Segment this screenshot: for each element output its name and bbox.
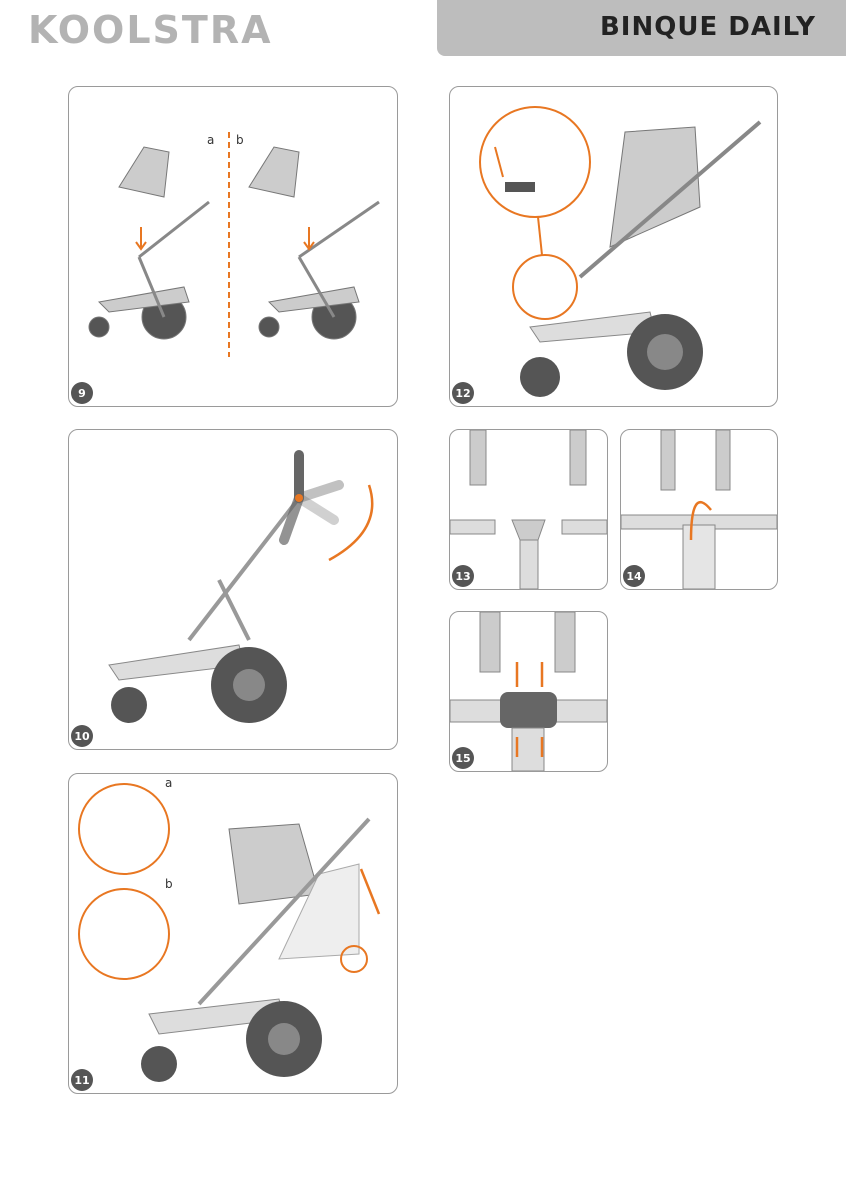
- label-a: a: [165, 776, 173, 790]
- step-11-illustration: [78, 783, 381, 1082]
- step-badge: 13: [452, 565, 474, 587]
- step-badge: 10: [71, 725, 93, 747]
- step-badge: 12: [452, 382, 474, 404]
- label-b: b: [236, 133, 244, 147]
- step-13-panel: 13: [449, 429, 608, 590]
- step-13-illustration: [450, 430, 607, 589]
- step-15-illustration: [450, 612, 607, 771]
- step-15-panel: 15: [449, 611, 608, 772]
- label-b: b: [165, 877, 173, 891]
- step-12-panel: 12: [449, 86, 778, 407]
- step-14-panel: 14: [620, 429, 778, 590]
- step-badge: 15: [452, 747, 474, 769]
- step-badge: 14: [623, 565, 645, 587]
- step-9-illustration: [88, 132, 380, 357]
- step-badge: 9: [71, 382, 93, 404]
- brand-name: KOOLSTRA: [28, 8, 273, 52]
- step-badge: 11: [71, 1069, 93, 1091]
- step-12-illustration: [479, 106, 762, 397]
- step-10-illustration: [108, 450, 374, 723]
- model-title: BINQUE DAILY: [599, 12, 816, 42]
- step-14-illustration: [621, 430, 777, 589]
- step-9-panel: a b 9: [68, 86, 398, 407]
- model-banner: BINQUE DAILY: [437, 0, 846, 56]
- label-a: a: [207, 133, 215, 147]
- step-11-panel: a b 11: [68, 773, 398, 1094]
- brand-logo: KOOLSTRA: [28, 8, 273, 52]
- step-10-panel: 10: [68, 429, 398, 750]
